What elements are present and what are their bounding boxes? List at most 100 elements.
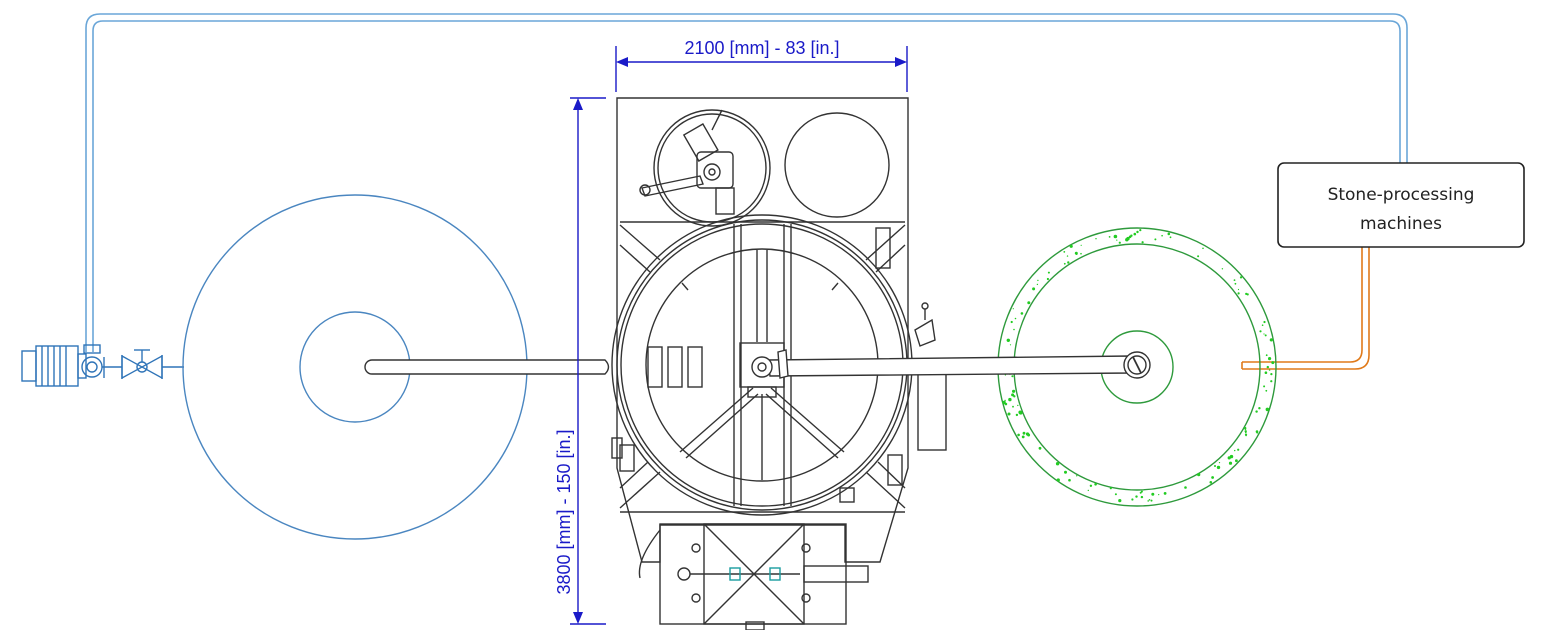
sludge-particle — [1012, 405, 1014, 408]
sludge-particle — [1018, 411, 1023, 415]
sludge-particle — [1080, 252, 1082, 255]
sludge-particle — [1202, 247, 1204, 250]
sludge-particle — [1244, 428, 1247, 431]
sludge-particle — [1214, 465, 1216, 467]
sludge-particle — [1013, 328, 1015, 331]
transfer-arm — [751, 302, 1151, 379]
sludge-particle — [1265, 407, 1270, 412]
sludge-particle — [1080, 244, 1082, 246]
sludge-particle — [1184, 486, 1187, 489]
filter-box — [638, 523, 869, 630]
sludge-particle — [1007, 412, 1011, 416]
sludge-particle — [1010, 320, 1013, 324]
sludge-particle — [1022, 431, 1026, 435]
sludge-particle — [1118, 499, 1122, 503]
sludge-particle — [1008, 397, 1012, 402]
sludge-particle — [1011, 393, 1015, 397]
sludge-particle — [1063, 262, 1066, 265]
sludge-particle — [1017, 404, 1019, 407]
sludge-particle — [1089, 484, 1093, 487]
sludge-particle — [1002, 400, 1006, 405]
sludge-particle — [1270, 373, 1273, 376]
sludge-particle — [1074, 251, 1078, 255]
lid-plain — [784, 112, 890, 218]
sludge-particle — [1147, 500, 1149, 502]
sludge-particle — [1056, 478, 1060, 482]
sludge-particle — [1150, 499, 1153, 502]
sludge-particle — [1266, 365, 1270, 369]
sludge-particle — [1076, 475, 1078, 477]
sludge-particle — [1009, 344, 1012, 346]
sludge-particle — [1209, 481, 1213, 484]
stone-processing-box: Stone-processing machines — [1277, 162, 1525, 248]
sludge-particle — [1197, 473, 1201, 477]
sludge-particle — [1109, 487, 1112, 490]
sludge-particle — [1012, 308, 1014, 310]
sludge-particle — [1025, 432, 1030, 436]
process-box-line-2: machines — [1360, 214, 1442, 234]
sludge-particle — [1255, 410, 1258, 413]
sludge-particle — [1087, 489, 1090, 492]
sludge-particle — [1221, 268, 1224, 270]
sludge-particle — [1148, 499, 1151, 501]
pump-motor-icon — [21, 344, 122, 387]
sludge-particle — [1094, 483, 1097, 486]
sludge-particle — [1011, 375, 1014, 378]
sludge-particle — [1256, 431, 1259, 434]
sludge-particle — [1113, 234, 1118, 239]
sludge-particle — [1234, 282, 1237, 285]
height-dimension — [570, 97, 606, 625]
sludge-particle — [1154, 238, 1157, 241]
sludge-particle — [1211, 476, 1214, 479]
valve-icon — [121, 349, 184, 380]
sludge-particle — [1027, 301, 1031, 305]
sludge-particle — [1131, 498, 1134, 501]
sludge-particle — [1151, 492, 1155, 496]
sludge-particle — [1116, 239, 1118, 241]
sludge-particle — [1237, 292, 1240, 295]
process-box-line-1: Stone-processing — [1328, 185, 1475, 205]
sludge-tank — [997, 227, 1277, 507]
sludge-particle — [1237, 448, 1240, 451]
sludge-particle — [1263, 385, 1266, 388]
sludge-particle — [1095, 238, 1097, 240]
sludge-particle — [1218, 462, 1221, 464]
sludge-particle — [1015, 413, 1019, 417]
sludge-particle — [1118, 241, 1121, 244]
sludge-particle — [1269, 358, 1271, 360]
sludge-particle — [1235, 459, 1238, 463]
sludge-particle — [1259, 330, 1262, 333]
sludge-particle — [1063, 251, 1066, 253]
sludge-particle — [1046, 277, 1049, 281]
sludge-particle — [1269, 338, 1273, 342]
sludge-particle — [1264, 371, 1268, 375]
sludge-particle — [1227, 456, 1231, 460]
sludge-particle — [1139, 229, 1142, 232]
sludge-particle — [1006, 338, 1010, 342]
sludge-particle — [1108, 236, 1111, 238]
sludge-particle — [1167, 232, 1171, 236]
sludge-particle — [1265, 354, 1268, 357]
sludge-particle — [1135, 495, 1138, 498]
sludge-particle — [1263, 320, 1266, 324]
lid-with-arm — [639, 109, 771, 227]
sludge-particle — [1114, 493, 1117, 496]
sludge-particle — [1216, 465, 1221, 470]
sludge-particle — [1169, 236, 1172, 239]
sludge-particle — [1233, 279, 1236, 281]
sludge-particle — [1038, 446, 1042, 450]
sludge-particle — [1014, 317, 1017, 320]
sludge-particle — [1133, 232, 1137, 236]
width-dimension — [615, 46, 908, 92]
sludge-particle — [1234, 449, 1236, 452]
sludge-particle — [1068, 478, 1071, 482]
sludge-particle — [1237, 288, 1240, 291]
sludge-particle — [1161, 234, 1163, 237]
sludge-particle — [1036, 283, 1039, 286]
sludge-particle — [1067, 261, 1070, 264]
machine-frame — [611, 97, 947, 563]
sludge-particle — [1258, 407, 1261, 410]
sludge-particle — [1032, 287, 1036, 291]
sludge-particle — [1037, 279, 1039, 282]
